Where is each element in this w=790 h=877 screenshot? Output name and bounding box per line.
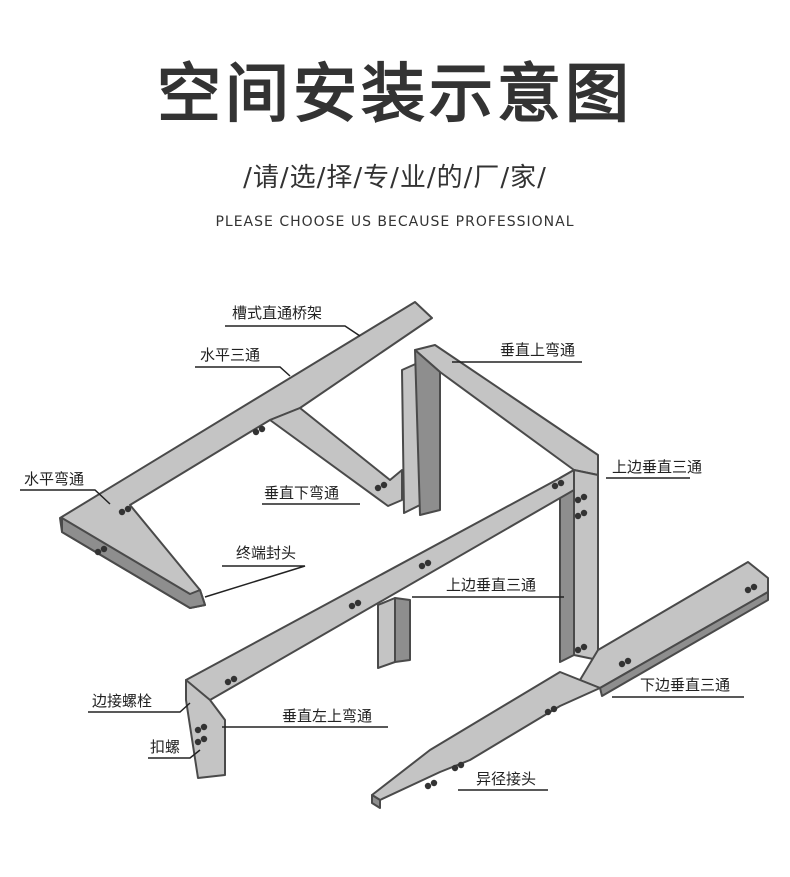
right-vertical-riser-side bbox=[559, 469, 575, 663]
label-lower-vertical-tee: 下边垂直三通 bbox=[640, 676, 730, 694]
label-horizontal-elbow: 水平弯通 bbox=[24, 470, 84, 488]
lower-right-tray bbox=[579, 561, 769, 689]
label-vertical-down-elbow: 垂直下弯通 bbox=[264, 484, 339, 502]
horizontal-tee-branch bbox=[269, 407, 403, 507]
lower-right-tray-side bbox=[599, 591, 769, 697]
vertical-up-elbow-side bbox=[414, 349, 441, 516]
label-horizontal-tee: 水平三通 bbox=[200, 346, 260, 364]
label-vertical-up-elbow: 垂直上弯通 bbox=[500, 341, 575, 359]
label-upper-vertical-tee-mid: 上边垂直三通 bbox=[446, 576, 536, 594]
label-side-bolt: 边接螺栓 bbox=[92, 692, 152, 710]
label-trough-straight: 槽式直通桥架 bbox=[232, 304, 322, 322]
page-title: 空间安装示意图 bbox=[157, 58, 633, 132]
page-subtitle: /请/选/择/专/业/的/厂/家/ bbox=[243, 163, 547, 193]
lower-tray-reducer bbox=[371, 671, 601, 801]
label-end-cap: 终端封头 bbox=[236, 544, 296, 562]
lower-tray-reducer-side bbox=[371, 794, 381, 809]
vertical-up-elbow bbox=[414, 344, 599, 476]
trough-straight-tray-side bbox=[61, 517, 206, 609]
label-vertical-left-up-elbow: 垂直左上弯通 bbox=[282, 707, 372, 725]
middle-vertical-drop-side bbox=[394, 597, 411, 663]
label-nut: 扣螺 bbox=[150, 738, 180, 756]
label-upper-vertical-tee-right: 上边垂直三通 bbox=[612, 458, 702, 476]
tray-structure bbox=[59, 301, 769, 809]
part-labels: 槽式直通桥架 水平三通 垂直上弯通 水平弯通 上边垂直三通 垂直下弯通 终端封头… bbox=[24, 304, 730, 788]
leader-lines bbox=[20, 325, 744, 791]
page-tagline: PLEASE CHOOSE US BECAUSE PROFESSIONAL bbox=[215, 214, 575, 230]
middle-vertical-drop bbox=[377, 597, 396, 669]
label-reducer: 异径接头 bbox=[476, 770, 536, 788]
